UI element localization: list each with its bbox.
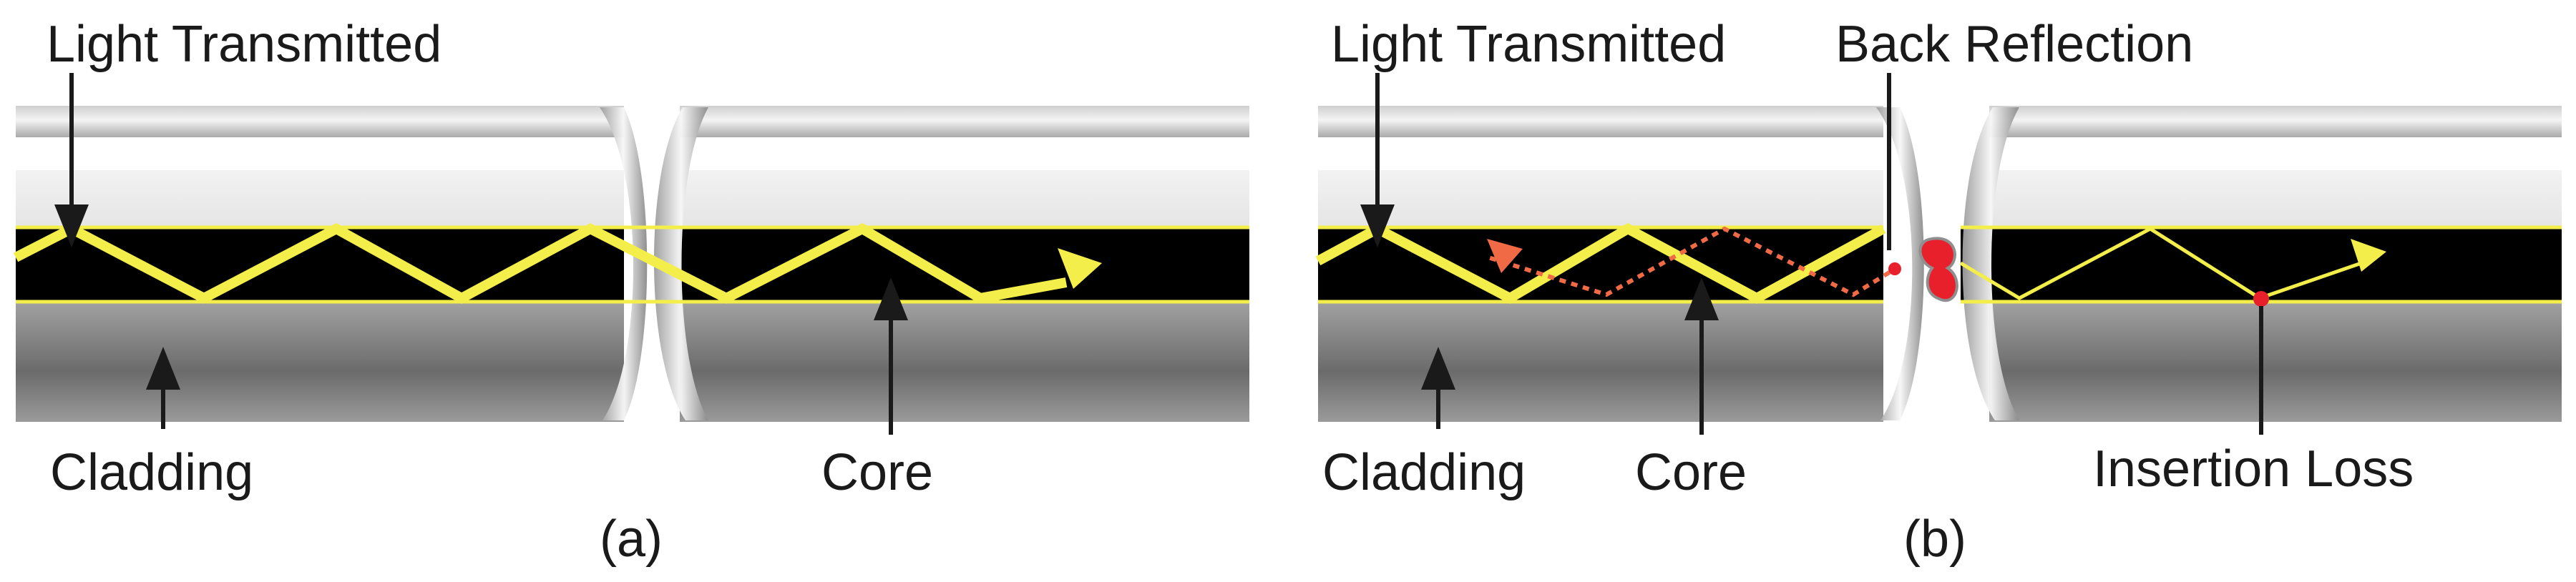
cladding-label: Cladding	[1322, 444, 1526, 501]
light-ray	[13, 223, 1068, 304]
insertion-loss-point	[2253, 291, 2269, 307]
light-ray-arrowhead	[2351, 239, 2386, 272]
core-label: Core	[821, 444, 933, 501]
insertion-loss-label: Insertion Loss	[2093, 440, 2414, 498]
light-transmitted-label: Light Transmitted	[1331, 16, 1726, 73]
panel-a: Light Transmitted Cladding Core (a)	[13, 16, 1249, 568]
light-transmitted-label: Light Transmitted	[47, 16, 441, 73]
fiber-right-a	[653, 106, 1249, 422]
fiber-right-b	[1961, 106, 2562, 422]
panel-b: Light Transmitted Back Reflection Claddi…	[1315, 16, 2562, 568]
fiber-left-a	[16, 106, 648, 422]
core-label: Core	[1635, 444, 1747, 501]
back-reflection-ray	[1488, 226, 1901, 297]
fiber-left-b	[1318, 106, 1924, 422]
reflection-point	[1888, 262, 1901, 275]
cladding-label: Cladding	[50, 444, 253, 501]
light-ray-arrowhead	[1058, 248, 1102, 289]
back-reflection-label: Back Reflection	[1835, 16, 2193, 73]
panel-a-caption: (a)	[600, 511, 663, 568]
back-reflection-spot	[1918, 237, 1958, 302]
panel-b-caption: (b)	[1903, 511, 1966, 568]
back-reflection-arrowhead	[1487, 239, 1523, 273]
attenuated-light-ray	[1959, 227, 2362, 300]
